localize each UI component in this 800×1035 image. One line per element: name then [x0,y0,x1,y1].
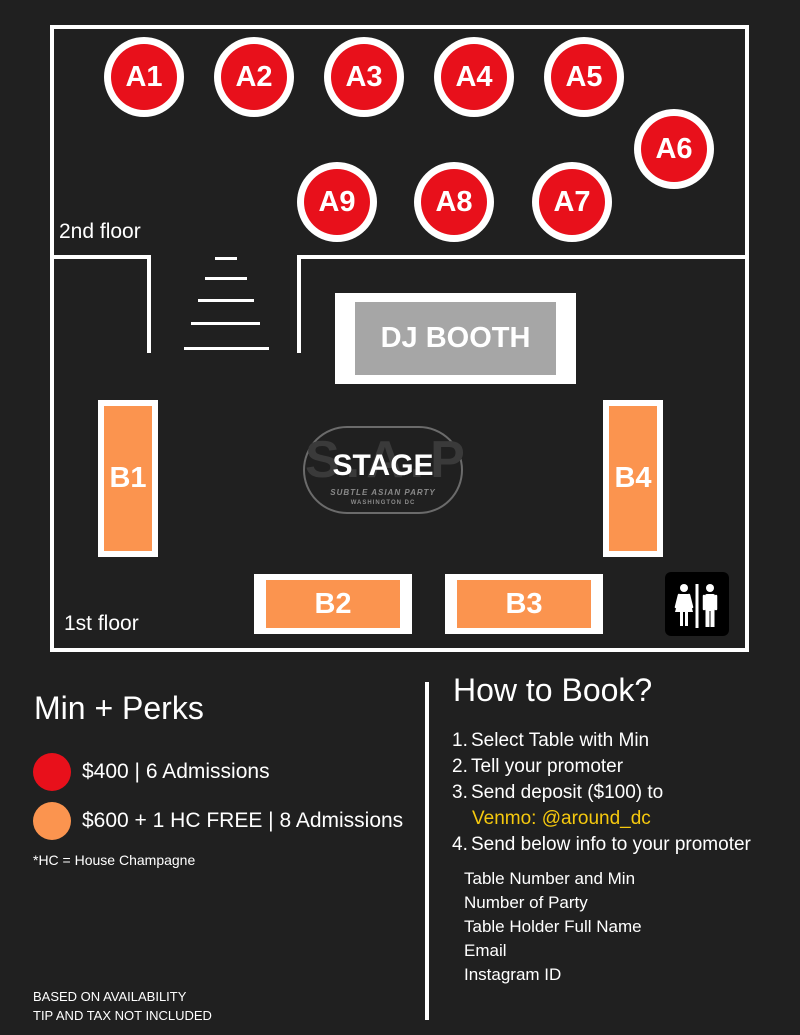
table-label: A8 [421,169,487,235]
table-label: A6 [641,116,707,182]
wall-bottom [50,648,749,652]
table-b3[interactable]: B3 [445,574,603,634]
logo-city: WASHINGTON DC [350,500,416,506]
booking-step: 4.Send below info to your promoter [452,834,751,855]
table-label: B1 [104,406,152,551]
footer-tip-tax: TIP AND TAX NOT INCLUDED [33,1008,212,1023]
table-label: A5 [551,44,617,110]
wall-divider-right [297,255,749,259]
table-a5[interactable]: A5 [544,37,624,117]
table-a3[interactable]: A3 [324,37,404,117]
info-item: Number of Party [464,893,588,912]
table-label: B2 [266,580,400,628]
table-label: A9 [304,169,370,235]
wall-divider-left [50,255,151,259]
orange-dot-icon [33,802,71,840]
table-label: A1 [111,44,177,110]
stair-step [205,277,247,280]
stair-step [191,322,260,325]
table-a9[interactable]: A9 [297,162,377,242]
table-label: A7 [539,169,605,235]
table-label: A4 [441,44,507,110]
info-item: Instagram ID [464,965,562,984]
footer-availability: BASED ON AVAILABILITY [33,989,187,1004]
table-a4[interactable]: A4 [434,37,514,117]
first-floor-label: 1st floor [64,612,139,635]
info-item: Table Holder Full Name [464,917,642,936]
booking-step: 2.Tell your promoter [452,756,624,777]
info-item: Table Number and Min [464,869,636,888]
info-item: Email [464,941,507,960]
wall-left-lower [50,255,54,652]
restroom-icon [665,572,729,636]
wall-top [50,25,749,29]
table-a2[interactable]: A2 [214,37,294,117]
stage-label: STAGE [332,449,434,482]
wall-stair-right [297,255,301,353]
perks-title: Min + Perks [34,690,204,726]
wall-right [745,25,749,652]
perk-red-text: $400 | 6 Admissions [82,760,270,783]
table-label: B3 [457,580,591,628]
red-dot-icon [33,753,71,791]
table-label: B4 [609,406,657,551]
logo-name: SUBTLE ASIAN PARTY [330,488,436,497]
sap-logo: S.A.P SUBTLE ASIAN PARTY WASHINGTON DC [303,426,471,514]
table-b4[interactable]: B4 [603,400,663,557]
booking-steps: 1.Select Table with Min 2.Tell your prom… [452,728,751,858]
venmo-handle[interactable]: Venmo: @around_dc [472,808,651,829]
section-divider [425,682,429,1020]
booking-title: How to Book? [453,672,653,708]
dj-booth: DJ BOOTH [335,293,576,384]
table-a8[interactable]: A8 [414,162,494,242]
stair-step [184,347,269,350]
table-b2[interactable]: B2 [254,574,412,634]
table-label: A3 [331,44,397,110]
perk-orange-text: $600 + 1 HC FREE | 8 Admissions [82,809,404,832]
wall-left-upper [50,25,54,258]
dj-booth-label: DJ BOOTH [355,302,556,375]
table-label: A2 [221,44,287,110]
wall-stair-left [147,255,151,353]
booking-step: 3.Send deposit ($100) to [452,782,664,803]
table-a7[interactable]: A7 [532,162,612,242]
restroom-icon-graphic [674,584,718,628]
second-floor-label: 2nd floor [59,220,141,243]
hc-footnote: *HC = House Champagne [33,852,196,868]
stair-step [198,299,254,302]
table-a6[interactable]: A6 [634,109,714,189]
logo-letters: S.A.P [305,431,471,489]
booking-info-list: Table Number and Min Number of Party Tab… [464,867,642,987]
stair-step [215,257,237,260]
table-a1[interactable]: A1 [104,37,184,117]
table-b1[interactable]: B1 [98,400,158,557]
booking-step: 1.Select Table with Min [452,730,650,751]
